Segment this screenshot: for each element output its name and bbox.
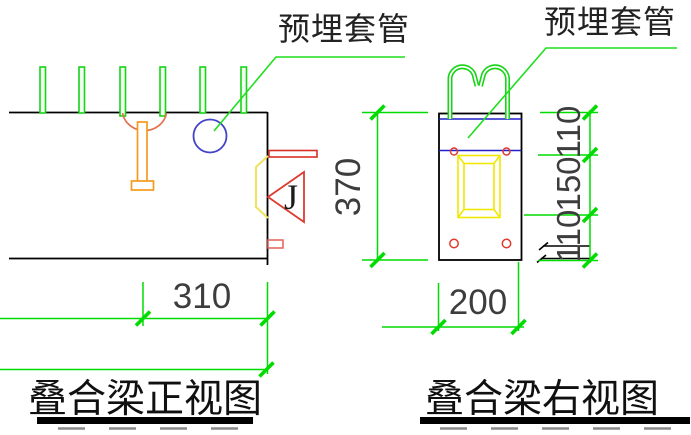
dim-tick bbox=[369, 251, 386, 269]
dim-tick bbox=[581, 104, 599, 121]
front-view-title: 叠合梁正视图 bbox=[27, 378, 263, 421]
rebar-circle bbox=[449, 238, 459, 249]
stirrup-bar bbox=[39, 66, 47, 114]
callout-leader-right bbox=[467, 47, 677, 139]
embedded-bar bbox=[136, 121, 148, 183]
small-red-tab bbox=[267, 239, 284, 249]
rebar-sections bbox=[449, 147, 512, 249]
duct-frame bbox=[457, 154, 501, 219]
hooked-bar-left bbox=[447, 64, 480, 119]
rebar-circle bbox=[502, 147, 511, 156]
embedded-sleeve-circle bbox=[192, 118, 228, 154]
dim-label-110-bottom: 110 bbox=[550, 209, 587, 263]
stirrup-bar bbox=[199, 66, 207, 114]
rebar-circle bbox=[501, 238, 512, 249]
callout-leader-front bbox=[213, 56, 405, 132]
grout-bracket bbox=[255, 155, 269, 219]
dim-tick bbox=[510, 318, 527, 336]
hooked-bar-left-core bbox=[449, 65, 478, 119]
dim-tick bbox=[581, 206, 599, 224]
dim-label-150: 150 bbox=[550, 156, 587, 212]
front-view-group bbox=[9, 56, 405, 265]
level-mark-tick bbox=[538, 241, 549, 251]
right-beam-outline bbox=[438, 112, 523, 261]
duct-bevel bbox=[493, 155, 501, 164]
shear-key-slot bbox=[268, 149, 318, 158]
dim-label-200: 200 bbox=[448, 283, 508, 322]
hooked-bar-right-core bbox=[479, 65, 509, 119]
dim-tick bbox=[369, 104, 386, 121]
right-view-group bbox=[438, 47, 677, 264]
right-view-title: 叠合梁右视图 bbox=[424, 378, 660, 421]
callout-embedded-sleeve-front: 预埋套管 bbox=[277, 11, 411, 47]
stirrup-bar bbox=[240, 66, 248, 114]
dim-tick bbox=[259, 310, 276, 327]
duct-bevel bbox=[457, 155, 465, 164]
front-dim-ticks bbox=[134, 104, 386, 378]
hooked-bar-right bbox=[478, 64, 510, 119]
front-dimensions bbox=[0, 111, 428, 374]
duct-outer bbox=[457, 154, 501, 219]
dim-tick bbox=[430, 318, 447, 336]
stirrup-bar bbox=[78, 66, 86, 114]
joint-marker-triangle bbox=[266, 170, 305, 224]
dim-tick bbox=[258, 361, 275, 378]
dim-label-110-top: 110 bbox=[550, 105, 587, 159]
front-title-underline bbox=[37, 417, 253, 424]
right-title-underline bbox=[420, 417, 690, 424]
stirrup-bars bbox=[39, 66, 248, 117]
duct-inner bbox=[463, 162, 495, 211]
dim-tick bbox=[581, 252, 599, 269]
duct-bevel bbox=[457, 209, 465, 218]
dim-tick bbox=[134, 310, 152, 327]
dim-label-310: 310 bbox=[172, 277, 232, 316]
right-dim-ticks bbox=[430, 104, 599, 336]
dim-tick bbox=[581, 146, 599, 164]
hooked-rebar bbox=[447, 64, 510, 119]
rebar-circle bbox=[449, 147, 459, 156]
embedded-bar-foot bbox=[130, 180, 155, 191]
duct-bevel bbox=[493, 209, 501, 218]
stirrup-bar bbox=[119, 66, 127, 117]
level-marks bbox=[536, 241, 590, 264]
dim-label-370: 370 bbox=[329, 157, 368, 217]
callout-embedded-sleeve-right: 预埋套管 bbox=[543, 4, 677, 40]
joint-marker-letter: J bbox=[283, 177, 299, 217]
stirrup-bar bbox=[159, 66, 167, 117]
